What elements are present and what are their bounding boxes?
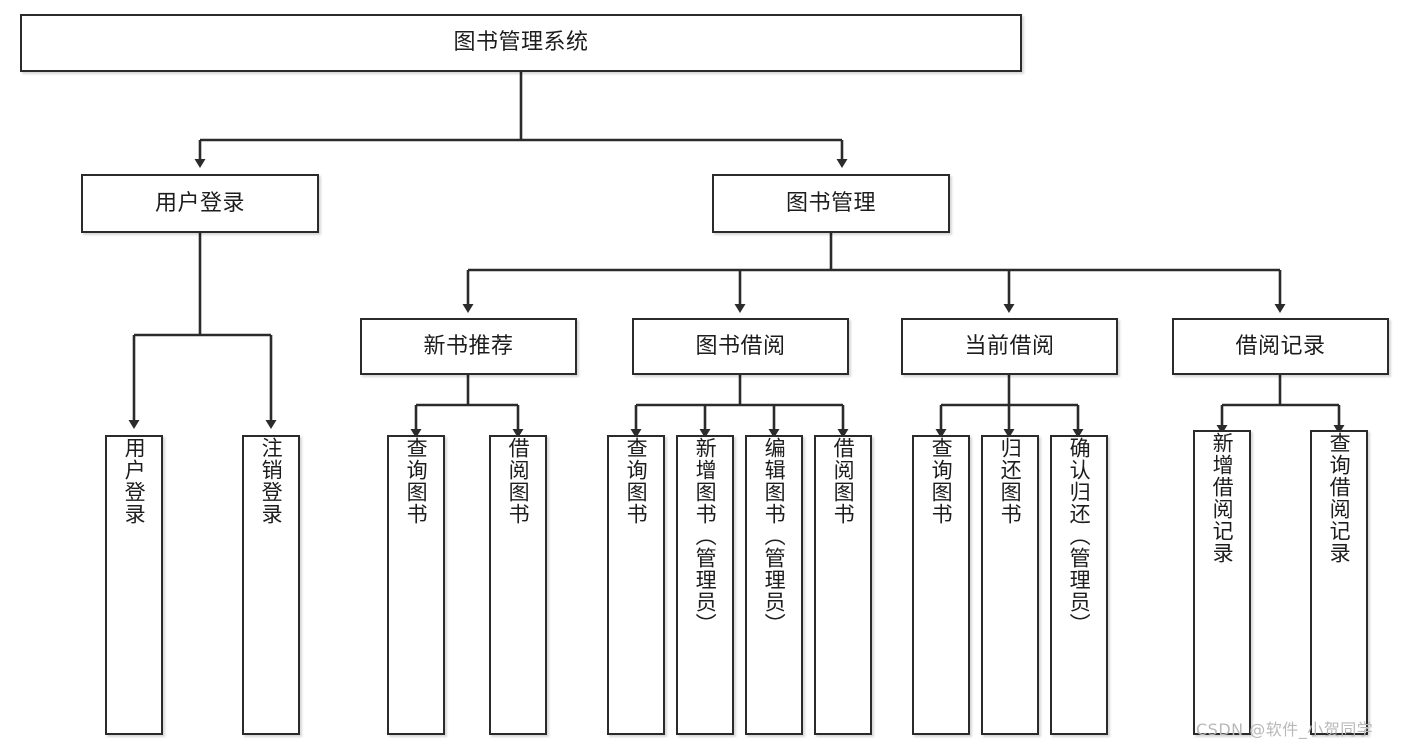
leaf-user-login-login[interactable]: 用户登录: [105, 435, 163, 735]
node-label: 归还图书: [998, 437, 1023, 525]
node-label: 图书借阅: [695, 333, 786, 359]
leaf-borrow-query-book[interactable]: 查询图书: [607, 435, 665, 735]
node-label: 用户登录: [154, 190, 245, 216]
node-label: 图书管理系统: [453, 30, 589, 56]
node-user-login[interactable]: 用户登录: [81, 174, 319, 233]
node-label: 借阅图书: [831, 437, 856, 525]
node-current-borrow[interactable]: 当前借阅: [901, 318, 1118, 375]
node-label: 新增借阅记录: [1210, 432, 1235, 564]
leaf-record-query-record[interactable]: 查询借阅记录: [1310, 430, 1368, 735]
node-label: 用户登录: [122, 437, 147, 525]
node-book-management[interactable]: 图书管理: [712, 174, 950, 233]
leaf-new-book-borrow[interactable]: 借阅图书: [489, 435, 547, 735]
node-label: 编辑图书（管理员）: [762, 437, 787, 635]
node-label: 借阅图书: [506, 437, 531, 525]
node-borrow-record[interactable]: 借阅记录: [1172, 318, 1389, 375]
leaf-borrow-add-book-admin[interactable]: 新增图书（管理员）: [676, 435, 734, 735]
node-label: 借阅记录: [1235, 333, 1326, 359]
leaf-user-login-logout[interactable]: 注销登录: [242, 435, 300, 735]
node-label: 查询图书: [404, 437, 429, 525]
leaf-borrow-edit-book-admin[interactable]: 编辑图书（管理员）: [745, 435, 803, 735]
node-new-book-recommend[interactable]: 新书推荐: [360, 318, 577, 375]
node-label: 新增图书（管理员）: [693, 437, 718, 635]
node-book-borrow[interactable]: 图书借阅: [632, 318, 849, 375]
node-root-book-management-system[interactable]: 图书管理系统: [20, 14, 1022, 72]
leaf-record-add-record[interactable]: 新增借阅记录: [1193, 430, 1251, 735]
node-label: 当前借阅: [964, 333, 1055, 359]
node-label: 查询图书: [929, 437, 954, 525]
node-label: 查询借阅记录: [1327, 432, 1352, 564]
leaf-current-return-book[interactable]: 归还图书: [981, 435, 1039, 735]
node-label: 查询图书: [624, 437, 649, 525]
leaf-borrow-borrow-book[interactable]: 借阅图书: [814, 435, 872, 735]
node-label: 图书管理: [785, 190, 876, 216]
node-label: 确认归还（管理员）: [1067, 437, 1092, 635]
leaf-current-query-book[interactable]: 查询图书: [912, 435, 970, 735]
node-label: 新书推荐: [423, 333, 514, 359]
node-label: 注销登录: [259, 437, 284, 525]
leaf-current-confirm-return-admin[interactable]: 确认归还（管理员）: [1050, 435, 1108, 735]
leaf-new-book-query[interactable]: 查询图书: [387, 435, 445, 735]
csdn-watermark: CSDN @软件_小贺同学: [1196, 720, 1374, 739]
